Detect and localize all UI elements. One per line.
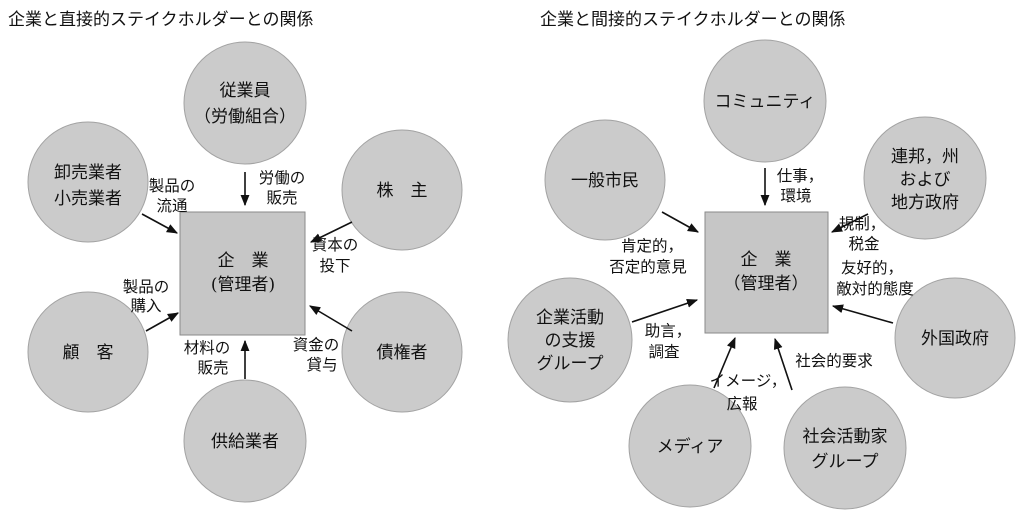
governments-label-line1: 連邦，州 [891,147,959,167]
left-firm-square [179,211,306,336]
suppliers-circle [183,379,307,503]
node-suppliers: 供給業者 [183,379,307,503]
flow-loans-line1: 資金の [293,336,340,354]
flow-materials-line2: 販売 [197,359,228,377]
right-firm-square [704,211,829,334]
support-groups-label-line1: 企業活動 [536,308,604,328]
direct-stakeholder-diagram: 企業と直接的ステイクホルダーとの関係 企 業 (管理者) 従業員 （労働組合） … [8,10,463,503]
arrow-foreign-governments-to-firm [831,304,894,324]
media-circle [628,384,752,508]
node-customers: 顧 客 [27,291,149,413]
node-general-public: 一般市民 [544,119,666,241]
flow-regulation-line1: 規制， [839,215,886,233]
flow-materials-line1: 材料の [184,339,231,357]
left-diagram-title: 企業と直接的ステイクホルダーとの関係 [8,10,314,30]
governments-label-line3: 地方政府 [891,193,959,213]
flow-advice-line2: 調査 [648,343,679,361]
creditors-circle [341,291,463,413]
left-firm-label: 企 業 [218,251,269,271]
node-community: コミュニティ [703,39,827,163]
right-firm-sublabel: （管理者） [724,274,809,294]
left-firm-sublabel: (管理者) [211,275,275,295]
wholesalers-label-line1: 卸売業者 [54,163,122,183]
arrow-creditors-to-firm [309,305,353,332]
governments-circle [863,116,987,240]
flow-jobs-line2: 環境 [780,186,811,205]
right-firm-box: 企 業 （管理者） [704,211,829,334]
arrow-support-groups-to-firm [631,298,699,323]
arrow-shareholders-to-firm [309,221,353,243]
arrow-activists-to-firm [773,337,793,391]
support-groups-label-line2: の支援 [545,331,596,351]
wholesalers-circle [27,121,149,243]
flow-advice-line1: 助言， [645,322,692,340]
flow-image-line2: 広報 [726,395,758,413]
left-firm-box: 企 業 (管理者) [179,211,306,336]
right-diagram-title: 企業と間接的ステイクホルダーとの関係 [540,10,846,30]
flow-loans-line2: 貸与 [306,356,337,374]
arrow-public-to-firm [661,211,699,233]
customers-circle [27,291,149,413]
customers-label: 顧 客 [63,343,114,363]
node-wholesalers-retailers: 卸売業者 小売業者 [27,121,149,243]
arrow-wholesalers-to-firm [141,213,178,234]
flow-attitude-line2: 敵対的態度 [836,280,914,298]
node-activist-groups: 社会活動家 グループ [783,386,907,510]
general-public-circle [544,119,666,241]
flow-opinion-line1: 肯定的， [621,237,683,255]
flow-capital-line2: 投下 [319,257,350,275]
flow-labor-line1: 労働の [259,169,306,187]
node-governments: 連邦，州 および 地方政府 [863,116,987,240]
employees-label-line2: （労働組合） [194,107,296,127]
foreign-governments-circle [894,277,1016,399]
flow-labor-line2: 販売 [266,189,297,207]
flow-regulation-line2: 税金 [848,235,880,253]
flow-jobs-line1: 仕事， [777,167,824,185]
node-employees: 従業員 （労働組合） [183,41,307,165]
node-foreign-governments: 外国政府 [894,277,1016,399]
activist-groups-label-line2: グループ [812,452,879,472]
right-firm-label: 企 業 [741,250,792,270]
community-circle [703,39,827,163]
suppliers-label: 供給業者 [211,432,279,452]
activist-groups-label-line1: 社会活動家 [803,427,888,447]
shareholders-label: 株 主 [377,181,428,201]
flow-purchase-line1: 製品の [123,278,170,296]
flow-distribution-line1: 製品の [149,177,196,195]
flow-opinion-line2: 否定的意見 [609,257,687,276]
employees-circle [183,41,307,165]
flow-capital-line1: 資本の [312,236,359,254]
employees-label-line1: 従業員 [220,81,271,101]
governments-label-line2: および [900,170,951,190]
community-label: コミュニティ [715,92,816,112]
flow-distribution-line2: 流通 [156,197,188,215]
foreign-governments-label: 外国政府 [921,329,989,349]
activist-groups-circle [783,386,907,510]
flow-image-line1: イメージ， [710,372,787,390]
node-media: メディア [628,384,752,508]
wholesalers-label-line2: 小売業者 [54,189,122,209]
flow-social-demands: 社会的要求 [795,352,873,370]
support-groups-label-line3: グループ [537,354,604,374]
indirect-stakeholder-diagram: 企業と間接的ステイクホルダーとの関係 企 業 （管理者） コミュニティ 一般市民… [507,10,1016,510]
flow-purchase-line2: 購入 [130,297,161,315]
shareholders-circle [341,129,463,251]
node-support-groups: 企業活動 の支援 グループ [507,277,633,403]
creditors-label: 債権者 [377,343,428,363]
node-creditors: 債権者 [341,291,463,413]
general-public-label: 一般市民 [571,171,639,191]
node-shareholders: 株 主 [341,129,463,251]
arrow-customers-to-firm [145,312,179,332]
media-label: メディア [657,436,724,457]
flow-attitude-line1: 友好的， [841,259,903,277]
support-groups-circle [507,277,633,403]
arrow-governments-to-firm [830,213,869,233]
arrow-media-to-firm [713,336,736,389]
